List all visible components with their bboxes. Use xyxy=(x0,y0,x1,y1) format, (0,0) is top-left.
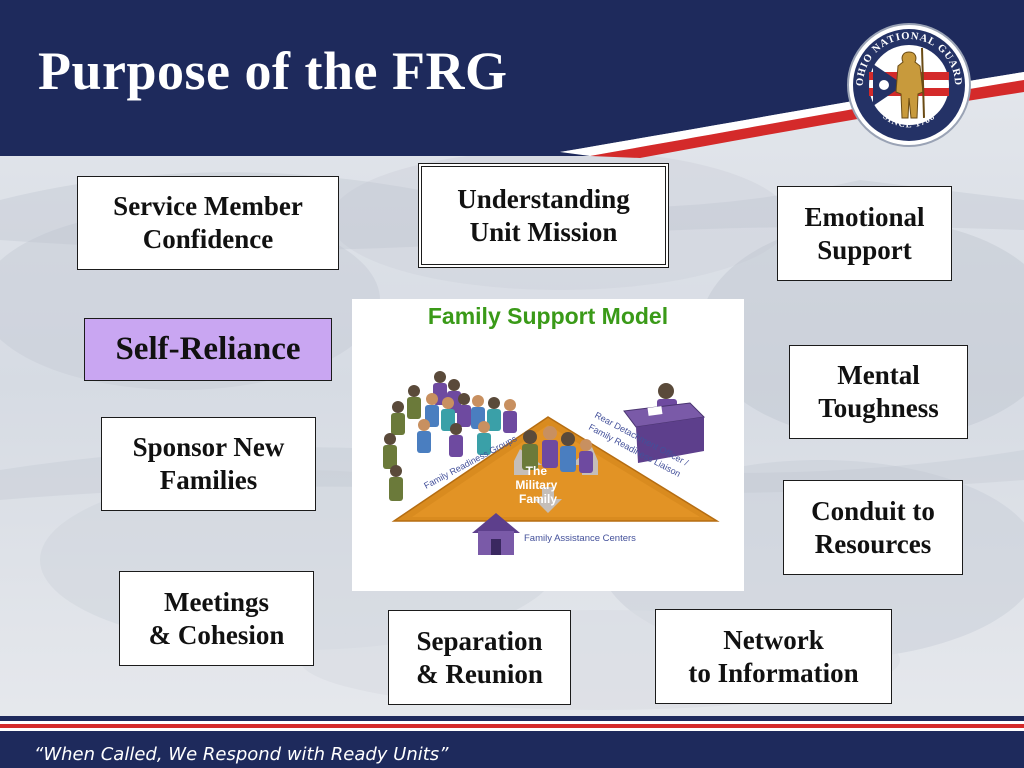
box-line: to Information xyxy=(688,657,859,688)
box-line: & Reunion xyxy=(416,658,543,689)
box-line: & Cohesion xyxy=(148,619,285,650)
military-family-icon xyxy=(522,426,593,473)
box-line: Unit Mission xyxy=(469,216,618,247)
box-line: Toughness xyxy=(818,393,939,423)
box-line: Service Member xyxy=(113,191,303,222)
box-line: Sponsor New xyxy=(132,432,285,463)
footer-band xyxy=(0,716,1024,768)
footer-motto: “When Called, We Respond with Ready Unit… xyxy=(34,744,449,765)
box-line: Support xyxy=(817,234,912,265)
page-title: Purpose of the FRG xyxy=(38,41,508,101)
family-assistance-center-house-icon xyxy=(472,513,520,555)
family-assistance-centers-label: Family Assistance Centers xyxy=(524,533,636,544)
model-title: Family Support Model xyxy=(427,303,669,329)
box-line: Confidence xyxy=(142,224,274,254)
box-line: Families xyxy=(159,465,258,495)
svg-text:The Military F: The Military Family xyxy=(515,464,560,506)
soldiers-group-icon xyxy=(383,371,517,501)
box-line: Emotional xyxy=(804,201,925,232)
box-line: Meetings xyxy=(164,586,269,617)
box-line: Self-Reliance xyxy=(115,331,301,368)
center-label-line: Military xyxy=(515,478,557,492)
box-line: Separation xyxy=(416,625,543,656)
box-line: Resources xyxy=(814,528,932,559)
box-line: Understanding xyxy=(457,183,630,214)
box-line: Conduit to xyxy=(811,495,935,526)
meetings-cohesion-box: Meetings& Cohesion xyxy=(119,571,314,666)
ohio-national-guard-seal-icon: OHIO NATIONAL GUARD SINCE 1788 xyxy=(847,23,971,147)
separation-reunion-box: Separation& Reunion xyxy=(388,610,571,705)
family-support-model-illustration: The Military Family Family Readiness Gro… xyxy=(383,371,720,555)
self-reliance-box: Self-Reliance xyxy=(84,318,332,381)
box-line: Mental xyxy=(837,360,920,391)
center-label-line: The xyxy=(526,464,548,478)
rear-detachment-desk-icon xyxy=(623,383,706,463)
center-label-line: Family xyxy=(519,492,557,506)
family-support-model-panel: The Military Family Family Readiness Gro… xyxy=(352,299,744,591)
box-line: Network xyxy=(723,624,824,655)
